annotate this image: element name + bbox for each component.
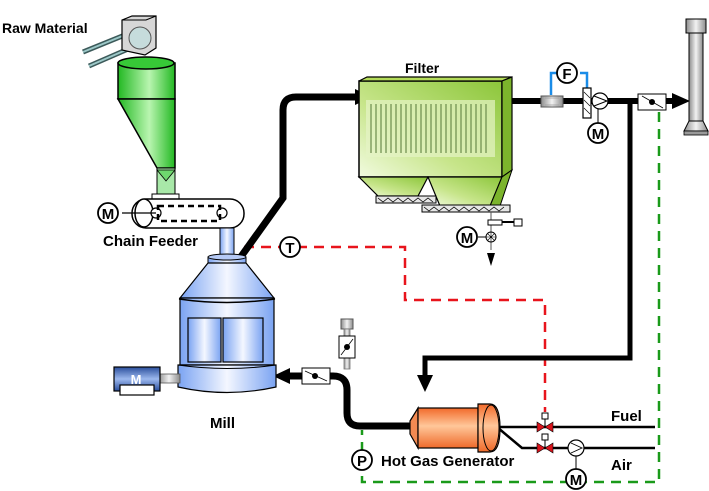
chain-feeder — [122, 193, 245, 229]
chain-feeder-motor: M — [97, 202, 119, 224]
air-control-valve[interactable] — [536, 433, 554, 454]
hot-gas-generator — [409, 403, 501, 453]
hgg-to-mill-duct — [290, 372, 410, 430]
fuel-control-valve[interactable] — [536, 412, 554, 433]
rotary-valve-motor: M — [456, 226, 478, 248]
filter-label: Filter — [405, 60, 440, 76]
mill-motor: M — [113, 366, 181, 396]
hgg-inlet-arrow — [417, 375, 433, 392]
mill-inlet-damper[interactable] — [301, 367, 331, 385]
combustion-air-fan — [567, 439, 585, 470]
pressure-icon: P — [357, 453, 367, 470]
exhaust-stack — [683, 18, 709, 136]
motor-icon: M — [131, 372, 142, 387]
rotary-valve — [478, 212, 523, 266]
chain-feeder-label: Chain Feeder — [103, 233, 198, 250]
air-label: Air — [611, 457, 632, 474]
temperature-icon: T — [285, 240, 294, 257]
motor-icon: M — [461, 230, 474, 247]
mill-inlet-arrow — [273, 368, 290, 384]
filter-screw-conveyors — [375, 195, 511, 213]
exhaust-fan — [582, 87, 609, 124]
flow-icon: F — [562, 66, 571, 83]
temperature-control-line — [244, 245, 547, 412]
hot-gas-generator-label: Hot Gas Generator — [381, 453, 515, 470]
recirculation-duct — [422, 101, 633, 378]
raw-material-hopper — [121, 15, 157, 56]
pressure-sensor: P — [351, 449, 373, 471]
motor-icon: M — [570, 472, 583, 489]
stack-damper[interactable] — [637, 93, 667, 111]
motor-icon: M — [102, 206, 115, 223]
mill — [177, 227, 277, 394]
bag-filter — [357, 76, 513, 207]
mill-label: Mill — [210, 415, 235, 432]
flow-meter — [540, 95, 564, 108]
motor-icon: M — [592, 126, 605, 143]
combustion-air-fan-motor: M — [565, 468, 587, 490]
stack-inlet-arrow — [672, 93, 690, 109]
pressure-control-line — [360, 112, 661, 484]
raw-material-label: Raw Material — [2, 20, 88, 36]
fuel-label: Fuel — [611, 408, 642, 425]
air-line — [496, 426, 655, 450]
fresh-air-damper[interactable] — [338, 335, 356, 359]
mill-to-filter-duct — [237, 93, 355, 261]
flow-instrument: F — [556, 62, 578, 84]
cyclone — [116, 56, 176, 197]
temperature-sensor: T — [279, 236, 301, 258]
fan-motor: M — [587, 122, 609, 144]
